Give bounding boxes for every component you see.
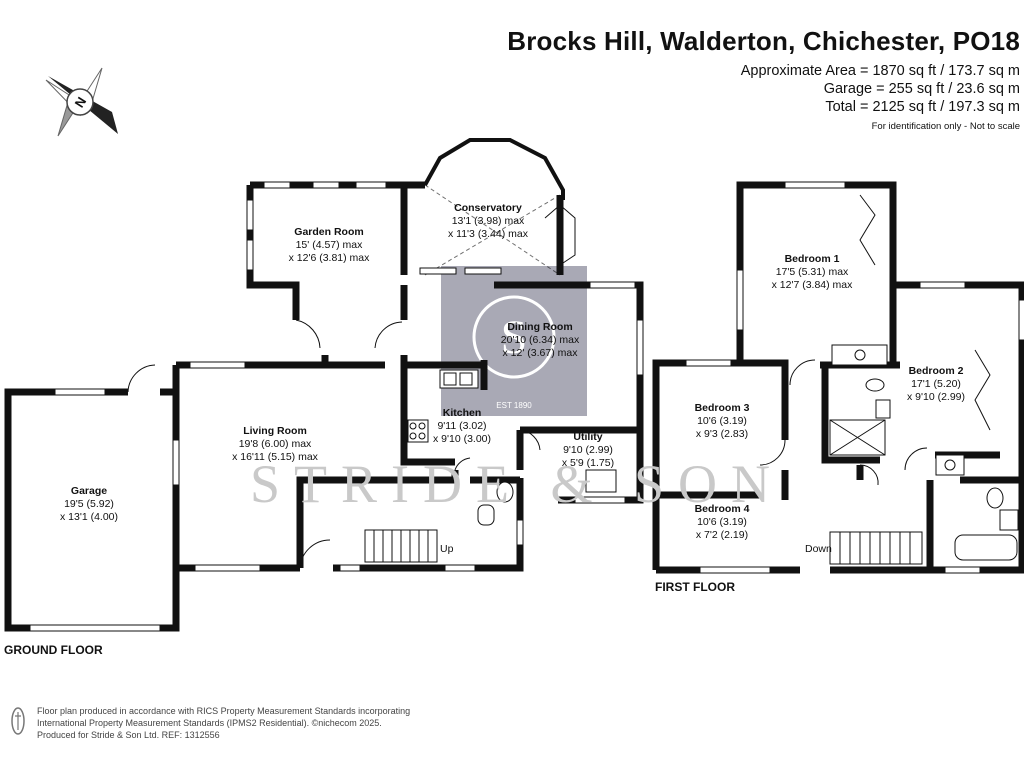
niche-logo-icon: [11, 707, 25, 735]
garage-area: Garage = 255 sq ft / 23.6 sq m: [823, 81, 1020, 97]
first-fixtures: [829, 344, 1019, 561]
kitchen-fixtures: [407, 369, 617, 526]
living-room-name: Living Room: [243, 425, 307, 437]
dining-room-name: Dining Room: [507, 321, 572, 333]
room-labels: Garage 19'5 (5.92) x 13'1 (4.00) Living …: [4, 202, 965, 657]
first-windows: [685, 181, 1024, 574]
first-door-swings: [759, 194, 991, 486]
ground-floor-label: GROUND FLOOR: [4, 643, 103, 657]
svg-text:x 12'6 (3.81) max: x 12'6 (3.81) max: [289, 252, 371, 264]
svg-text:x 12'7 (3.84) max: x 12'7 (3.84) max: [772, 279, 854, 291]
svg-text:x 7'2 (2.19): x 7'2 (2.19): [696, 529, 748, 541]
svg-text:S: S: [501, 311, 528, 364]
stride-son-logo: S EST 1890: [441, 266, 587, 416]
logo-est-text: EST 1890: [496, 401, 532, 410]
door-swings: [127, 204, 576, 569]
bedroom-1-name: Bedroom 1: [785, 253, 840, 265]
svg-text:19'5 (5.92): 19'5 (5.92): [64, 498, 114, 510]
conservatory-name: Conservatory: [454, 202, 522, 214]
svg-text:x 5'9 (1.75): x 5'9 (1.75): [562, 457, 614, 469]
garden-room-name: Garden Room: [294, 226, 363, 238]
stride-son-watermark: STRIDE & SON: [250, 454, 784, 514]
svg-text:15' (4.57) max: 15' (4.57) max: [296, 239, 364, 251]
ground-stairs: [364, 529, 438, 563]
garage-name: Garage: [71, 485, 107, 497]
first-stairs: [829, 531, 923, 565]
svg-text:20'10 (6.34) max: 20'10 (6.34) max: [501, 334, 580, 346]
bedroom-3-name: Bedroom 3: [695, 402, 750, 414]
total-area: Total = 2125 sq ft / 197.3 sq m: [825, 99, 1020, 115]
svg-text:19'8 (6.00) max: 19'8 (6.00) max: [239, 438, 312, 450]
svg-text:9'10 (2.99): 9'10 (2.99): [563, 444, 613, 456]
svg-text:10'6 (3.19): 10'6 (3.19): [697, 516, 747, 528]
footer-line: International Property Measurement Stand…: [37, 718, 382, 728]
kitchen-name: Kitchen: [443, 407, 482, 419]
svg-text:x 12' (3.67) max: x 12' (3.67) max: [503, 347, 579, 359]
svg-text:17'5 (5.31) max: 17'5 (5.31) max: [776, 266, 849, 278]
svg-text:x 9'10 (3.00): x 9'10 (3.00): [433, 433, 491, 445]
stairs-down-label: Down: [805, 543, 832, 555]
svg-text:9'11 (3.02): 9'11 (3.02): [437, 420, 486, 432]
approximate-area: Approximate Area = 1870 sq ft / 173.7 sq…: [740, 63, 1020, 79]
scale-note: For identification only - Not to scale: [871, 121, 1020, 132]
svg-text:x 13'1 (4.00): x 13'1 (4.00): [60, 511, 118, 523]
bedroom-4-name: Bedroom 4: [695, 503, 750, 515]
property-title: Brocks Hill, Walderton, Chichester, PO18: [507, 26, 1020, 56]
stairs-up-label: Up: [440, 543, 454, 555]
svg-text:x 16'11 (5.15) max: x 16'11 (5.15) max: [232, 451, 319, 463]
svg-text:x 9'10 (2.99): x 9'10 (2.99): [907, 391, 965, 403]
svg-text:10'6 (3.19): 10'6 (3.19): [697, 415, 747, 427]
compass-icon: N: [45, 67, 118, 137]
svg-text:17'1 (5.20): 17'1 (5.20): [911, 378, 961, 390]
ground-windows: [29, 181, 644, 632]
footer-line: Floor plan produced in accordance with R…: [37, 706, 411, 716]
svg-text:x 9'3 (2.83): x 9'3 (2.83): [696, 428, 748, 440]
utility-name: Utility: [573, 431, 602, 443]
bedroom-2-name: Bedroom 2: [909, 365, 964, 377]
footer-line: Produced for Stride & Son Ltd. REF: 1312…: [37, 730, 220, 740]
svg-text:13'1 (3.98) max: 13'1 (3.98) max: [452, 215, 525, 227]
conservatory-bay: [423, 138, 565, 200]
first-floor-label: FIRST FLOOR: [655, 580, 735, 594]
svg-text:x 11'3 (3.44) max: x 11'3 (3.44) max: [448, 228, 529, 240]
footer-disclaimer: Floor plan produced in accordance with R…: [37, 705, 410, 741]
